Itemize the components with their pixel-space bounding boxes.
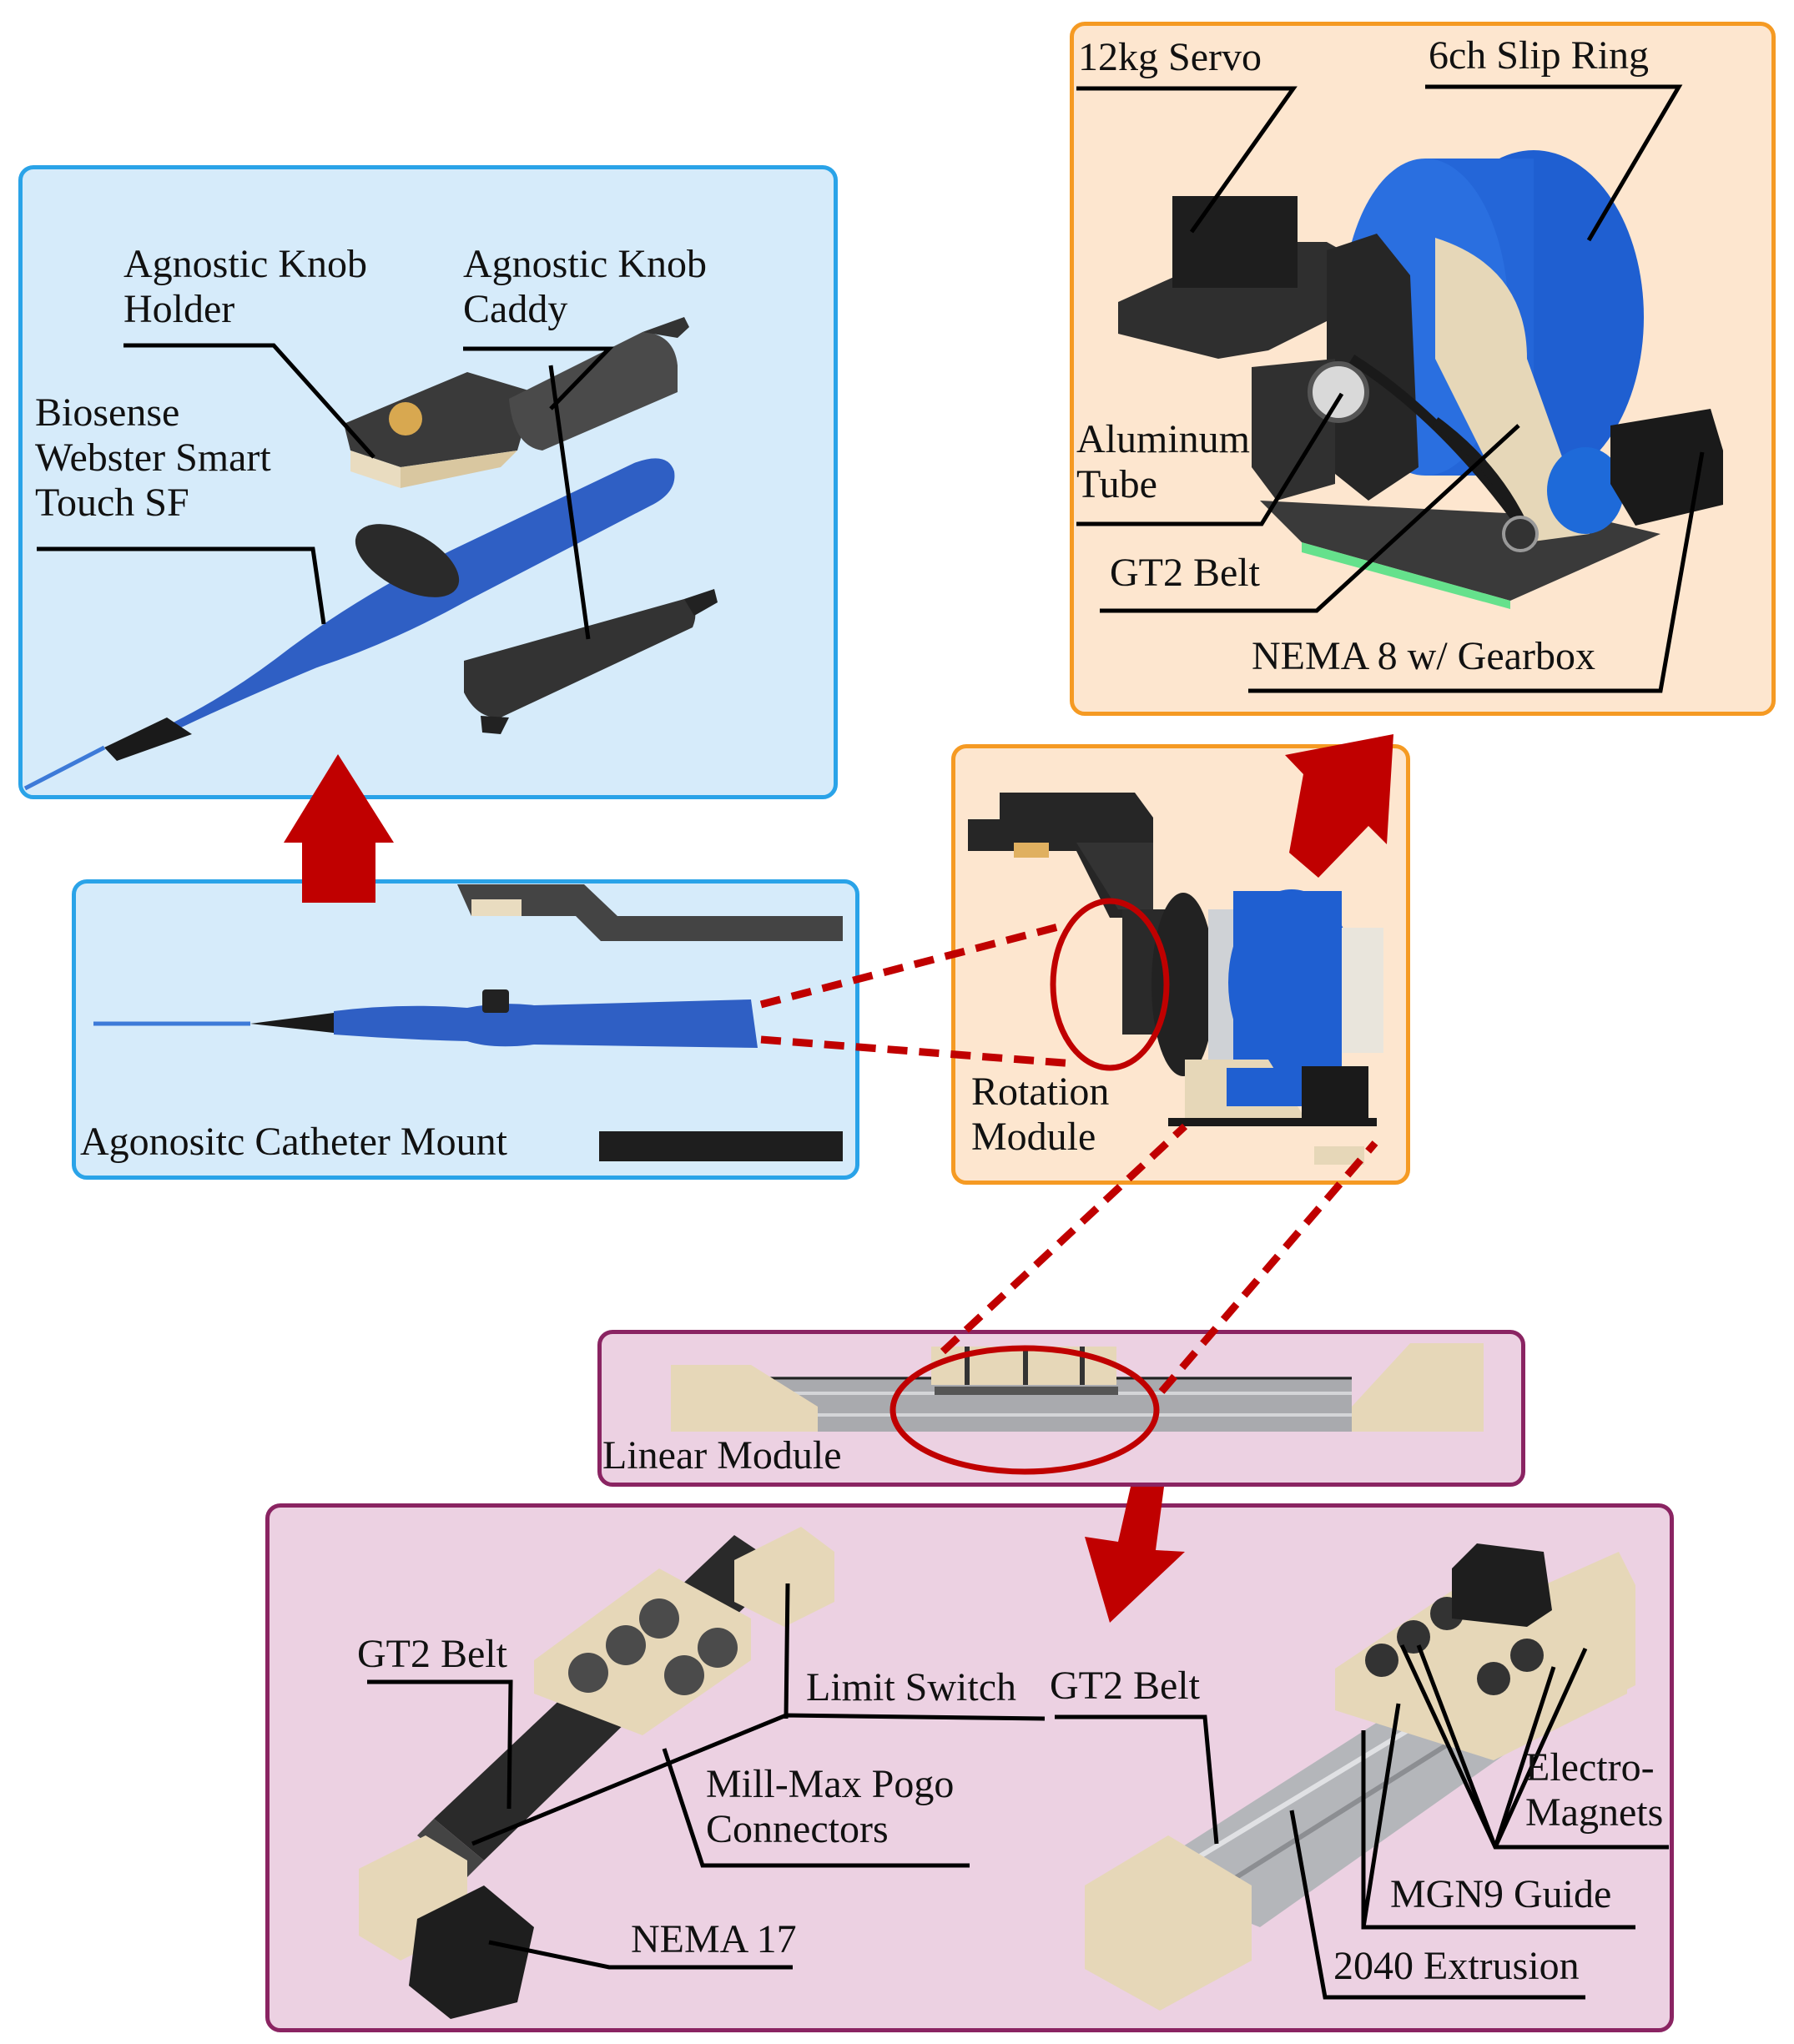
mount-catheter-body <box>334 999 758 1048</box>
leader-lines <box>37 84 1705 2000</box>
label-gt2-left: GT2 Belt <box>357 1632 507 1676</box>
label-pogo: Mill-Max Pogo Connectors <box>706 1762 955 1851</box>
rotation-module-illustration <box>968 793 1383 1165</box>
catheter-body <box>134 458 675 747</box>
label-extrusion: 2040 Extrusion <box>1333 1944 1580 1988</box>
zoom-line-right <box>1158 1140 1378 1394</box>
label-rot-belt: GT2 Belt <box>1110 551 1260 595</box>
mount-bracket-bottom <box>599 1131 843 1161</box>
rm-base <box>1168 1118 1377 1126</box>
label-tube: Aluminum Tube <box>1076 417 1251 506</box>
arrow-rotation-to-detail <box>1285 734 1393 878</box>
lm-rail <box>751 1377 1352 1432</box>
leader-gt2-right <box>1055 1714 1219 1845</box>
lm-end-right <box>1352 1343 1484 1432</box>
lm-end-left <box>671 1365 818 1432</box>
label-electromagnets: Electro- Magnets <box>1525 1745 1664 1835</box>
leader-nema17 <box>488 1940 793 1970</box>
servo-bracket <box>1118 242 1368 359</box>
label-knob-caddy: Agnostic Knob Caddy <box>463 242 707 331</box>
leader-pogo <box>662 1748 970 1868</box>
leader-knob-holder <box>123 343 375 459</box>
leader-slip-ring <box>1425 84 1683 242</box>
ld-right-end-top <box>1544 1552 1635 1719</box>
servo-part <box>1172 196 1298 288</box>
label-slip-ring: 6ch Slip Ring <box>1429 33 1650 78</box>
leader-knob-caddy <box>463 346 614 410</box>
gearbox-part <box>1547 447 1624 534</box>
linear-module-illustration <box>671 1343 1484 1432</box>
rotation-detail-illustration <box>1118 150 1723 609</box>
label-limit-switch: Limit Switch <box>806 1665 1016 1709</box>
arrow-linear-to-detail <box>1085 1487 1185 1623</box>
ld-right-nema17-part <box>1452 1543 1552 1627</box>
label-knob-holder: Agnostic Knob Holder <box>123 242 367 331</box>
nema8-part <box>1610 409 1723 526</box>
knob-holder-part <box>344 372 534 467</box>
arrows <box>284 734 1393 1623</box>
leader-tube <box>1076 392 1344 526</box>
label-catheter-mount: Agonositc Catheter Mount <box>80 1120 507 1164</box>
leader-extrusion <box>1289 1810 1585 2000</box>
catheter-detail-illustration <box>23 317 718 791</box>
arrow-mount-to-detail <box>284 754 394 903</box>
label-catheter-name: Biosense Webster Smart Touch SF <box>35 390 271 525</box>
leader-catheter <box>37 546 326 625</box>
label-linear-module: Linear Module <box>602 1433 842 1478</box>
mount-bracket-top <box>457 884 843 941</box>
leader-nema8 <box>1248 451 1705 693</box>
rm-nema8 <box>1227 1068 1303 1106</box>
label-mgn9: MGN9 Guide <box>1390 1872 1612 1916</box>
ld-left-end-top <box>734 1527 834 1627</box>
zoom-ellipse-rotation <box>1050 898 1170 1071</box>
label-nema8: NEMA 8 w/ Gearbox <box>1252 634 1595 678</box>
linear-detail-left-illustration <box>359 1527 834 2019</box>
label-servo: 12kg Servo <box>1078 35 1262 79</box>
catheter-knob <box>355 524 460 597</box>
zoom-ellipse-linear <box>889 1345 1160 1475</box>
zoom-indicators <box>759 898 1378 1475</box>
knob-caddy-bottom-part <box>464 599 696 718</box>
zoom-line-lower <box>760 1035 1076 1068</box>
leader-gt2-left <box>367 1679 513 1810</box>
zoom-line-upper <box>759 922 1063 1009</box>
leader-servo <box>1076 86 1298 234</box>
leader-belt <box>1100 424 1520 613</box>
ld-right-end-bottom <box>1085 1835 1252 2011</box>
label-rotation-module: Rotation Module <box>971 1070 1110 1159</box>
label-gt2-right: GT2 Belt <box>1050 1664 1200 1708</box>
knob-caddy-top-part <box>509 332 678 451</box>
ld-nema17-part <box>409 1885 534 2019</box>
label-nema17: NEMA 17 <box>631 1917 797 1961</box>
zoom-line-left <box>940 1123 1188 1355</box>
catheter-mount-illustration <box>93 884 843 1161</box>
